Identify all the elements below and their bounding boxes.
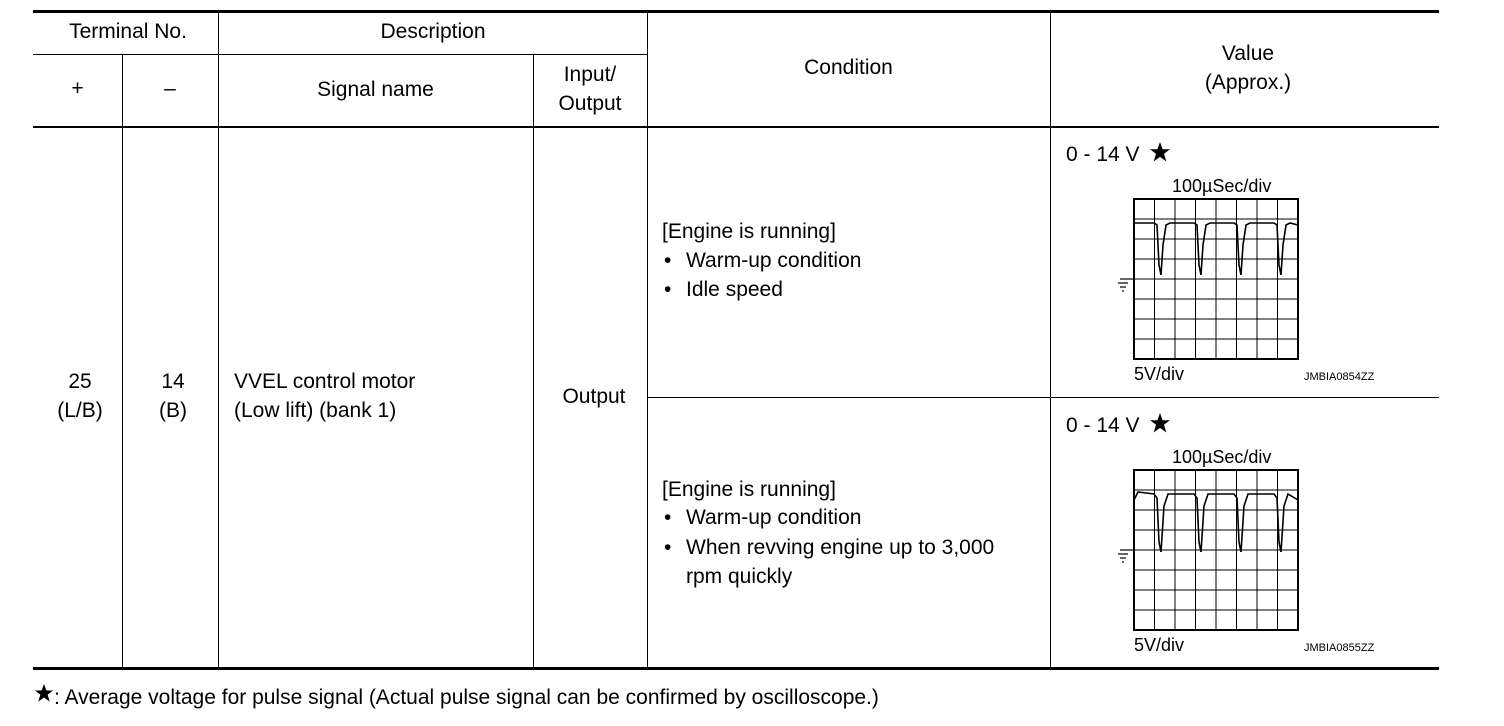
value-1-time-div: 100µSec/div (1172, 176, 1272, 196)
oscilloscope-waveform-2 (1118, 469, 1299, 631)
condition-1-heading: [Engine is running] (662, 220, 836, 243)
signal-name-line1: VVEL control motor (234, 370, 416, 393)
minus-terminal-number: 14 (161, 370, 185, 393)
header-bottom-rule (33, 126, 1439, 128)
ground-icon (1118, 549, 1134, 563)
io-value: Output (562, 385, 626, 408)
col-divider-signal (533, 55, 534, 668)
condition-divider (647, 397, 1439, 398)
star-icon (34, 683, 54, 702)
header-input-output-line1: Input/ (563, 63, 617, 86)
col-divider-condition (1050, 12, 1051, 668)
col-divider-plus (122, 55, 123, 668)
oscilloscope-waveform-1 (1118, 198, 1299, 360)
header-plus: + (71, 77, 84, 100)
header-description: Description (380, 20, 486, 43)
signal-name-line2: (Low lift) (bank 1) (234, 399, 397, 422)
star-icon (1150, 142, 1170, 162)
condition-2-bullet-2-text-cont: rpm quickly (686, 565, 793, 588)
value-2-time-div: 100µSec/div (1172, 447, 1272, 467)
value-2-voltage: 0 - 14 V (1066, 414, 1140, 437)
header-input-output-line2: Output (558, 92, 622, 115)
condition-2-bullet-1: • (664, 506, 672, 529)
condition-2-bullet-1-text: Warm-up condition (686, 506, 862, 529)
plus-terminal-color: (L/B) (57, 399, 103, 422)
ground-icon (1118, 278, 1134, 292)
col-divider-io (647, 12, 648, 668)
value-2-volt-div: 5V/div (1134, 635, 1185, 655)
condition-1-bullet-1-text: Warm-up condition (686, 249, 862, 272)
condition-1-bullet-2-text: Idle speed (686, 278, 783, 301)
col-divider-minus (218, 12, 219, 668)
header-subrule (33, 54, 647, 55)
value-2-figure-id: JMBIA0855ZZ (1304, 642, 1375, 654)
value-1-voltage: 0 - 14 V (1066, 143, 1140, 166)
header-signal-name: Signal name (317, 78, 434, 101)
condition-1-bullet-1: • (664, 249, 672, 272)
header-value-line2: (Approx.) (1204, 71, 1292, 94)
header-condition: Condition (804, 56, 893, 79)
footnote-text: : Average voltage for pulse signal (Actu… (54, 686, 879, 709)
header-value-line1: Value (1221, 42, 1275, 65)
header-terminal-no: Terminal No. (69, 20, 187, 43)
star-icon (1150, 413, 1170, 433)
plus-terminal-number: 25 (68, 370, 92, 393)
value-1-figure-id: JMBIA0854ZZ (1304, 371, 1375, 383)
minus-terminal-color: (B) (159, 399, 187, 422)
condition-2-bullet-2: • (664, 536, 672, 559)
header-minus: – (164, 77, 176, 100)
value-1-volt-div: 5V/div (1134, 364, 1185, 384)
table-top-rule (33, 10, 1439, 13)
condition-2-bullet-2-text: When revving engine up to 3,000 (686, 536, 995, 559)
table-bottom-rule (33, 667, 1439, 670)
condition-2-heading: [Engine is running] (662, 478, 836, 501)
condition-1-bullet-2: • (664, 278, 672, 301)
